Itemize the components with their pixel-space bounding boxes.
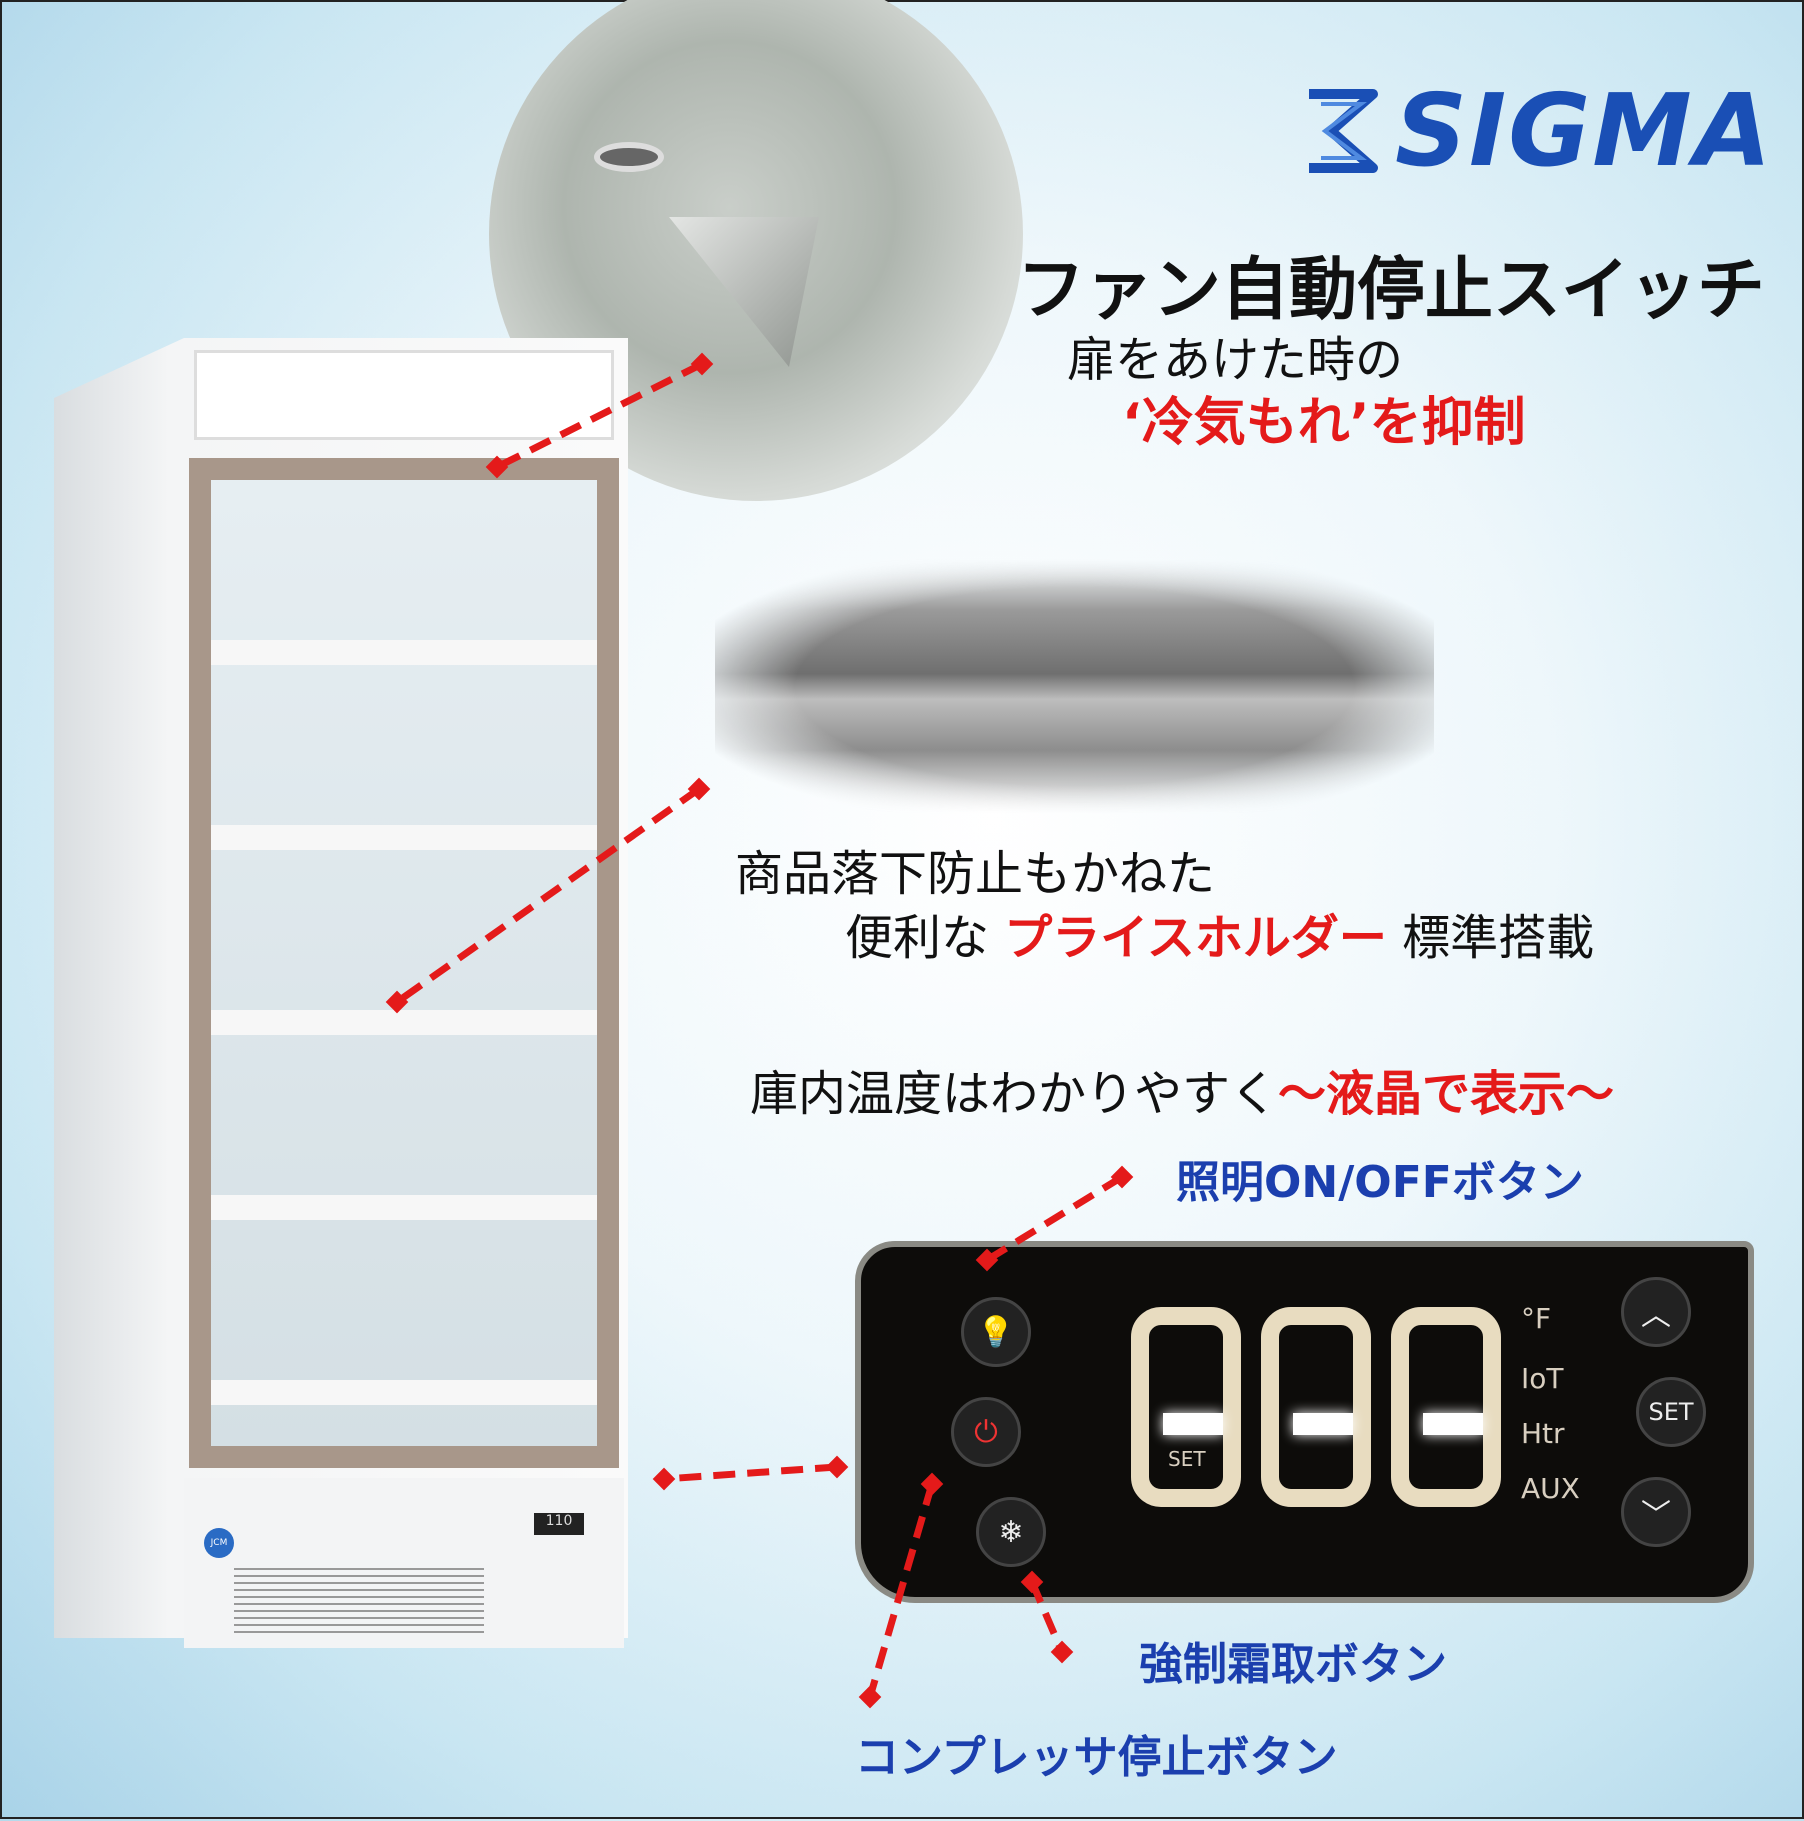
arrow-end (690, 352, 714, 376)
arrow-end (687, 777, 711, 801)
fan-switch-highlight: ‘冷気もれ’を抑制 (1122, 393, 1526, 453)
arrow-end (858, 1685, 882, 1709)
price-holder-line1: 商品落下防止もかねた (735, 846, 1216, 902)
display-caption-highlight: ～液晶で表示～ (1278, 1066, 1615, 1122)
fridge-shelves (211, 480, 597, 1446)
fan-switch-desc: 扉をあけた時の (1067, 332, 1404, 388)
arrow-end (385, 990, 409, 1014)
refrigerator-image: JCM 110 (54, 338, 628, 1713)
set-button: SET (1636, 1377, 1706, 1447)
light-button-label: 照明ON/OFFボタン (1176, 1157, 1584, 1208)
arrow-end (1110, 1165, 1134, 1189)
sigma-logo: SIGMA (1301, 72, 1773, 189)
lcd-set-label: SET (1168, 1447, 1206, 1471)
lcd-segment (1163, 1413, 1223, 1435)
jcm-badge: JCM (204, 1528, 234, 1558)
price-holder-highlight: プライスホルダー (1004, 910, 1387, 966)
defrost-button-label: 強制霜取ボタン (1139, 1639, 1447, 1690)
light-button-icon: 💡 (961, 1297, 1031, 1367)
arrow-defrost-button (1028, 1580, 1066, 1654)
indicator-aux: AUX (1521, 1472, 1580, 1505)
arrow-end (1050, 1640, 1074, 1664)
down-button-icon: ﹀ (1621, 1477, 1691, 1547)
lcd-segment (1423, 1413, 1483, 1435)
fridge-glass-door (189, 458, 619, 1468)
arrow-end (975, 1248, 999, 1272)
arrow-fan-switch (495, 360, 704, 471)
fridge-light-box (194, 350, 614, 440)
lcd-segment (1293, 1413, 1353, 1435)
indicator-iot: IoT (1521, 1362, 1564, 1395)
fridge-vent (234, 1568, 484, 1638)
brand-name: SIGMA (1395, 72, 1774, 189)
price-holder-line2: 便利な プライスホルダー 標準搭載 (845, 898, 1594, 968)
arrow-light-button (985, 1174, 1124, 1263)
lcd-digit (1261, 1307, 1371, 1507)
arrow-end (920, 1472, 944, 1496)
price-holder-prefix: 便利な (845, 910, 1005, 966)
fridge-temp-display: 110 (534, 1513, 584, 1535)
up-button-icon: ︿ (1621, 1277, 1691, 1347)
fan-switch-title: ファン自動停止スイッチ (1017, 251, 1766, 330)
price-holder-suffix: 標準搭載 (1386, 910, 1595, 966)
lcd-digit (1131, 1307, 1241, 1507)
switch-button-icon (594, 142, 664, 172)
arrow-end (825, 1455, 849, 1479)
arrow-end (1020, 1570, 1044, 1594)
sigma-logo-icon (1309, 88, 1378, 173)
display-caption-prefix: 庫内温度はわかりやすく (750, 1066, 1279, 1122)
control-panel-photo: 💡 ⏻ ❄ SET °F IoT Htr AUX ︿ SET ﹀ (855, 1241, 1754, 1603)
lcd-digit (1391, 1307, 1501, 1507)
defrost-button-icon: ❄ (976, 1497, 1046, 1567)
power-button-icon: ⏻ (951, 1397, 1021, 1467)
arrow-panel (663, 1463, 838, 1483)
arrow-end (485, 455, 509, 479)
price-holder-photo (715, 559, 1434, 814)
display-caption: 庫内温度はわかりやすく～液晶で表示～ (750, 1054, 1614, 1124)
compressor-button-label: コンプレッサ停止ボタン (855, 1732, 1338, 1783)
indicator-htr: Htr (1521, 1417, 1565, 1450)
arrow-price-holder (394, 786, 702, 1005)
arrow-compressor-button (866, 1483, 936, 1698)
unit-label: °F (1521, 1302, 1552, 1335)
fridge-base: JCM 110 (184, 1478, 624, 1648)
arrow-end (652, 1467, 676, 1491)
